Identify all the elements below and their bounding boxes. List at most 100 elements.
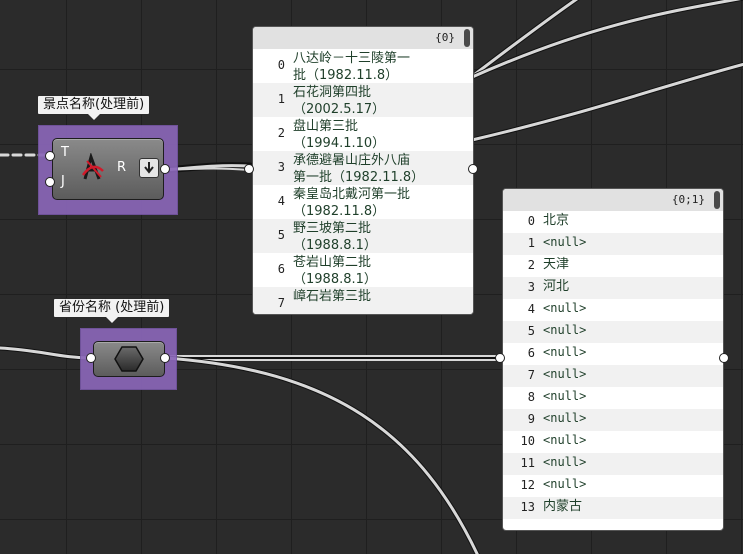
row-value: <null> <box>543 411 587 425</box>
row-value: <null> <box>543 389 587 403</box>
row-value: 盘山第三批 （1994.1.10） <box>293 119 386 151</box>
list-item: 4 <null> <box>503 299 723 321</box>
param-output-grip[interactable] <box>160 353 170 363</box>
hexagon-param-icon <box>114 345 144 373</box>
list-item: 11 <null> <box>503 453 723 475</box>
output-r-label: R <box>117 160 127 175</box>
row-value: 石花洞第四批 （2002.5.17） <box>293 85 386 117</box>
list-item: 0 北京 <box>503 211 723 233</box>
list-item: 1 <null> <box>503 233 723 255</box>
wire <box>0 346 94 360</box>
list-item: 5 <null> <box>503 321 723 343</box>
panel-rows: 0 北京 1 <null> 2 天津 3 河北 4 <null> 5 <null> 6 <null> 7 <n… <box>503 211 723 519</box>
row-value: 天津 <box>543 257 570 272</box>
panel-province-input-grip[interactable] <box>495 353 505 363</box>
row-value: 苍岩山第二批 （1988.8.1） <box>293 255 377 287</box>
input-grip-t[interactable] <box>45 151 55 161</box>
panel-province-names[interactable]: {0;1} 0 北京 1 <null> 2 天津 3 河北 4 <null> 5 <null> 6 <nu… <box>502 188 724 531</box>
row-value: 内蒙古 <box>543 499 583 514</box>
list-item: 3 河北 <box>503 277 723 299</box>
row-index: 11 <box>520 456 535 470</box>
list-item: 6 <null> <box>503 343 723 365</box>
row-index: 4 <box>277 194 285 208</box>
list-item: 3 承德避暑山庄外八庙 第一批（1982.11.8） <box>253 151 473 185</box>
wire <box>470 62 743 142</box>
row-index: 2 <box>527 258 535 272</box>
param-component[interactable] <box>93 341 165 377</box>
row-index: 9 <box>527 412 535 426</box>
row-index: 13 <box>520 500 535 514</box>
text-split-component[interactable]: T J R <box>52 138 164 200</box>
row-value: <null> <box>543 345 587 359</box>
row-value: <null> <box>543 235 587 249</box>
list-item: 2 天津 <box>503 255 723 277</box>
wire <box>467 0 743 81</box>
param-input-grip[interactable] <box>86 353 96 363</box>
list-item: 13 内蒙古 <box>503 497 723 519</box>
row-value: 八达岭－十三陵第一 批（1982.11.8） <box>293 51 411 83</box>
row-index: 7 <box>277 296 285 310</box>
panel-header: {0} <box>253 27 473 49</box>
data-path: {0} <box>435 31 455 44</box>
row-index: 1 <box>277 92 285 106</box>
row-value: 野三坡第二批 （1988.8.1） <box>293 221 377 253</box>
list-item: 7 <null> <box>503 365 723 387</box>
row-value: <null> <box>543 323 587 337</box>
list-item: 12 <null> <box>503 475 723 497</box>
row-index: 6 <box>277 262 285 276</box>
row-value: <null> <box>543 433 587 447</box>
list-item: 10 <null> <box>503 431 723 453</box>
panel-province-output-grip[interactable] <box>719 353 729 363</box>
row-value: 河北 <box>543 279 570 294</box>
row-value: <null> <box>543 477 587 491</box>
row-value: 北京 <box>543 213 570 228</box>
list-item: 4 秦皇岛北戴河第一批 （1982.11.8） <box>253 185 473 219</box>
row-index: 10 <box>520 434 535 448</box>
row-value: 承德避暑山庄外八庙 第一批（1982.11.8） <box>293 153 425 185</box>
row-index: 8 <box>527 390 535 404</box>
output-grip-r[interactable] <box>160 164 170 174</box>
row-index: 6 <box>527 346 535 360</box>
row-index: 2 <box>277 126 285 140</box>
group-label-province: 省份名称 (处理前) <box>53 298 171 323</box>
input-j-label: J <box>61 174 65 189</box>
scrollbar-thumb[interactable] <box>464 29 470 47</box>
wire <box>163 355 480 554</box>
input-grip-j[interactable] <box>45 177 55 187</box>
panel-rows: 0 八达岭－十三陵第一 批（1982.11.8） 1 石花洞第四批 （2002.5.1… <box>253 49 473 314</box>
row-index: 5 <box>527 324 535 338</box>
text-split-icon <box>79 152 107 183</box>
row-index: 0 <box>277 58 285 72</box>
wire <box>164 356 479 554</box>
list-item: 7 嶂石岩第三批 <box>253 287 473 314</box>
arrow-down-icon[interactable] <box>139 158 159 178</box>
row-index: 12 <box>520 478 535 492</box>
row-value: 嶂石岩第三批 <box>293 289 372 304</box>
row-value: <null> <box>543 455 587 469</box>
wire <box>468 0 578 80</box>
row-value: <null> <box>543 367 587 381</box>
row-index: 0 <box>527 214 535 228</box>
row-index: 3 <box>277 160 285 174</box>
row-index: 7 <box>527 368 535 382</box>
panel-scenic-names[interactable]: {0} 0 八达岭－十三陵第一 批（1982.11.8） 1 石花洞第四批 （2002… <box>252 26 474 315</box>
row-index: 3 <box>527 280 535 294</box>
list-item: 2 盘山第三批 （1994.1.10） <box>253 117 473 151</box>
panel-header: {0;1} <box>503 189 723 211</box>
panel-scenic-input-grip[interactable] <box>244 164 254 174</box>
row-value: <null> <box>543 301 587 315</box>
wire <box>469 61 743 143</box>
data-path: {0;1} <box>671 193 705 206</box>
list-item: 6 苍岩山第二批 （1988.8.1） <box>253 253 473 287</box>
row-index: 1 <box>527 236 535 250</box>
list-item: 9 <null> <box>503 409 723 431</box>
list-item: 8 <null> <box>503 387 723 409</box>
row-value: 秦皇岛北戴河第一批 （1982.11.8） <box>293 187 411 219</box>
input-t-label: T <box>61 145 69 160</box>
panel-scenic-output-grip[interactable] <box>468 164 478 174</box>
row-index: 5 <box>277 228 285 242</box>
group-label-scenic: 景点名称(处理前) <box>37 95 151 120</box>
scrollbar-thumb[interactable] <box>714 191 720 209</box>
list-item: 0 八达岭－十三陵第一 批（1982.11.8） <box>253 49 473 83</box>
row-index: 4 <box>527 302 535 316</box>
